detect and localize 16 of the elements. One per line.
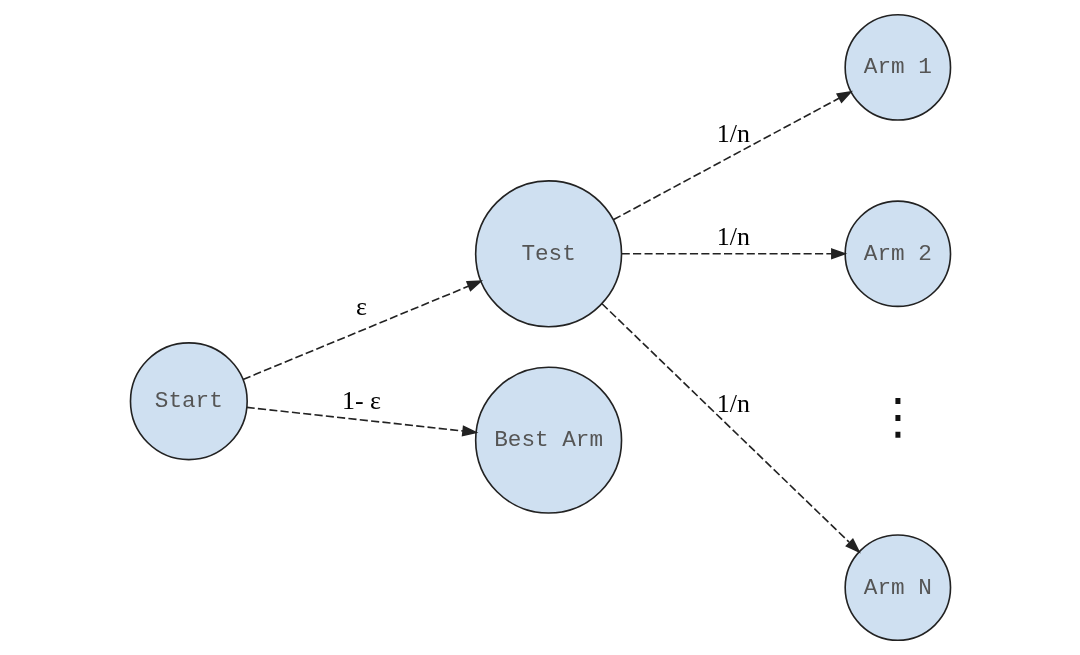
edge-label: 1/n	[716, 389, 750, 419]
edge-label: 1/n	[716, 118, 750, 148]
edge-label: 1/n	[716, 222, 750, 252]
arrow	[612, 90, 853, 221]
node-circle: Best Arm	[474, 366, 622, 514]
arrow	[620, 248, 847, 260]
node-circle: Start	[129, 342, 248, 461]
label: ⋮	[873, 387, 922, 444]
arrow	[245, 406, 478, 437]
arrow	[600, 302, 861, 554]
edge-label: 1- ε	[341, 386, 381, 416]
edge-label: ε	[355, 292, 367, 322]
arrow	[241, 280, 483, 381]
node-circle: Test	[474, 180, 622, 328]
node-circle: Arm 2	[843, 200, 951, 308]
node-circle: Arm 1	[843, 13, 951, 121]
